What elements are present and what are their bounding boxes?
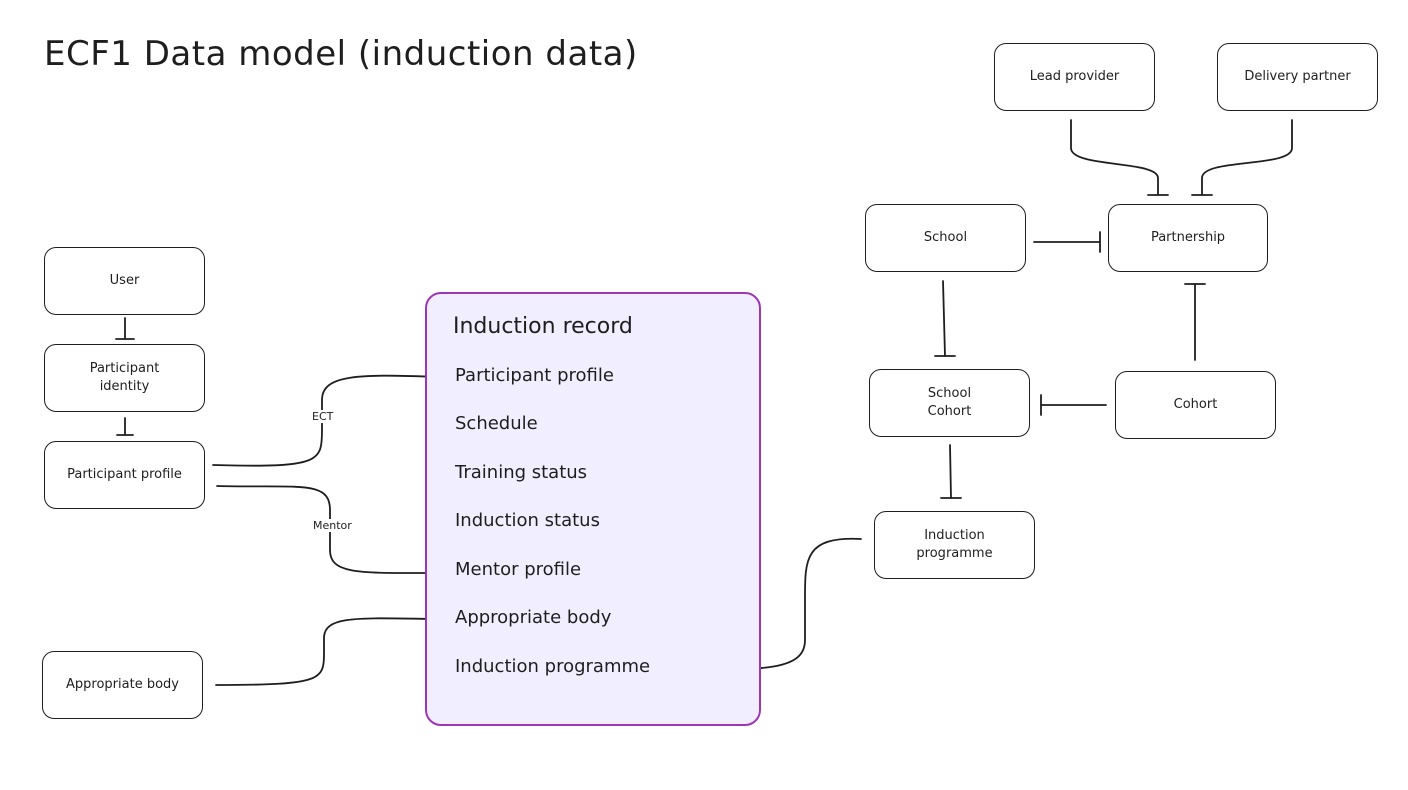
- entity-school[interactable]: School: [865, 204, 1026, 272]
- record-field-training-status: Training status: [455, 462, 588, 483]
- edge-label-mentor: Mentor: [311, 519, 354, 532]
- entity-school-cohort[interactable]: School Cohort: [869, 369, 1030, 437]
- entity-lead-provider[interactable]: Lead provider: [994, 43, 1155, 111]
- induction-record-title: Induction record: [453, 314, 633, 339]
- edge-school-cohort-induction-programme: [940, 444, 962, 499]
- edge-school-partnership: [1033, 231, 1101, 253]
- entity-partnership[interactable]: Partnership: [1108, 204, 1268, 272]
- record-field-mentor-profile: Mentor profile: [455, 559, 582, 580]
- edge-identity-profile: [116, 417, 134, 436]
- record-field-schedule: Schedule: [455, 413, 538, 434]
- diagram-title: ECF1 Data model (induction data): [44, 34, 638, 74]
- edge-appropriate-body: [215, 608, 437, 686]
- entity-cohort[interactable]: Cohort: [1115, 371, 1276, 439]
- entity-induction-programme[interactable]: Induction programme: [874, 511, 1035, 579]
- entity-delivery-partner[interactable]: Delivery partner: [1217, 43, 1378, 111]
- entity-user[interactable]: User: [44, 247, 205, 315]
- entity-participant-profile[interactable]: Participant profile: [44, 441, 205, 509]
- record-field-participant-profile: Participant profile: [455, 365, 614, 386]
- edge-school-school-cohort: [934, 280, 956, 357]
- entity-participant-identity[interactable]: Participant identity: [44, 344, 205, 412]
- entity-appropriate-body[interactable]: Appropriate body: [42, 651, 203, 719]
- edge-mentor: [216, 485, 441, 584]
- edge-label-ect: ECT: [310, 410, 336, 423]
- edge-user-participant-identity: [115, 317, 135, 340]
- record-field-appropriate-body: Appropriate body: [455, 607, 612, 628]
- edge-lead-provider-partnership: [1070, 119, 1169, 196]
- record-field-induction-status: Induction status: [455, 510, 600, 531]
- induction-record-box[interactable]: [425, 292, 761, 726]
- record-field-induction-programme: Induction programme: [455, 656, 651, 677]
- edge-cohort-partnership: [1184, 283, 1206, 361]
- edge-cohort-school-cohort: [1040, 394, 1107, 416]
- edge-delivery-partner-partnership: [1191, 119, 1293, 196]
